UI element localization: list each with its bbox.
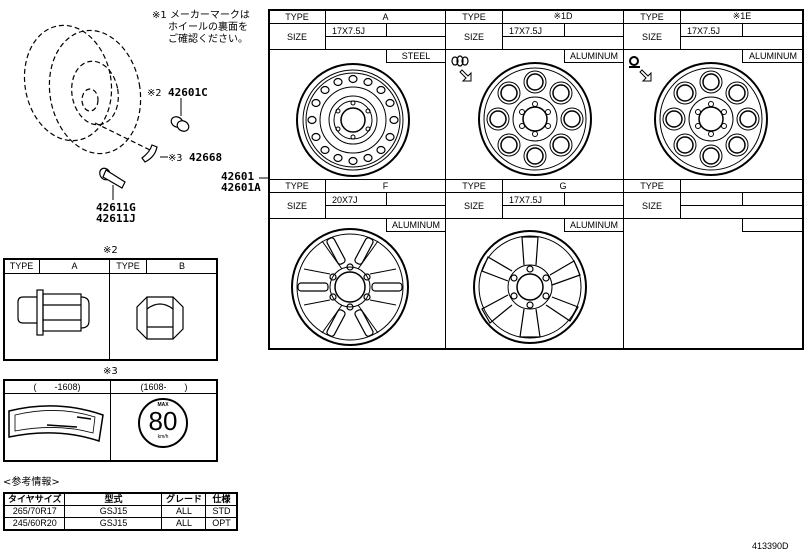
- material-badge: ALUMINUM: [742, 49, 804, 63]
- nut-type-table: [3, 258, 218, 361]
- lug-nut-b-drawing[interactable]: [135, 293, 195, 353]
- ring-emblem-icon: [629, 56, 652, 82]
- type-value: A: [325, 9, 446, 24]
- callout-lug-nut[interactable]: ※2 42601C: [147, 86, 208, 99]
- size-value: 20X7J: [325, 192, 387, 206]
- material-badge: STEEL: [386, 49, 446, 63]
- note-1-line-1: メーカーマークは: [169, 10, 250, 21]
- callout-valve[interactable]: 42611G 42611J: [96, 201, 136, 225]
- type-value: ※1D: [502, 9, 624, 24]
- type-value: F: [325, 179, 446, 193]
- label-table-title: ※3: [103, 366, 118, 377]
- note-1-line-2: ホイールの裏面を: [168, 22, 248, 33]
- steel-wheel-a-drawing[interactable]: [296, 63, 416, 183]
- table-row: 265/70R17 GSJ15 ALL STD: [3, 505, 238, 518]
- type-value: G: [502, 179, 624, 193]
- table-divider: [268, 179, 804, 180]
- alloy-wheel-f-drawing[interactable]: [291, 228, 412, 349]
- size-value: 17X7.5J: [680, 23, 743, 37]
- nut-table-title: ※2: [103, 245, 118, 256]
- lug-nut-a-drawing[interactable]: [15, 289, 95, 350]
- toyota-emblem-icon: [451, 55, 472, 82]
- note-1: ※1 メーカーマークは ホイールの裏面を ご確認ください。: [152, 10, 250, 45]
- diagram-id: 413390D: [752, 541, 789, 551]
- type-value: ※1E: [680, 9, 804, 24]
- callout-wheel[interactable]: 42601 42601A: [221, 170, 261, 194]
- label-period-before: ( -1608): [3, 379, 111, 394]
- size-value: 17X7.5J: [325, 23, 387, 37]
- size-value: 17X7.5J: [502, 192, 565, 206]
- size-value: 17X7.5J: [502, 23, 565, 37]
- material-badge: ALUMINUM: [564, 218, 624, 232]
- material-badge: ALUMINUM: [564, 49, 624, 63]
- alloy-wheel-e-drawing[interactable]: [654, 62, 774, 182]
- nut-type-b: B: [146, 258, 218, 274]
- table-header-row: タイヤサイズ 型式 グレード 仕様: [3, 492, 238, 506]
- callout-label[interactable]: ※3 42668: [168, 151, 223, 164]
- note-1-line-3: ご確認ください。: [168, 34, 248, 45]
- reference-title: <参考情報>: [3, 477, 60, 488]
- alloy-wheel-g-drawing[interactable]: [473, 230, 594, 351]
- alloy-wheel-d-drawing[interactable]: [478, 62, 598, 182]
- table-row: 245/60R20 GSJ15 ALL OPT: [3, 517, 238, 531]
- label-period-after: (1608- ): [110, 379, 218, 394]
- speed-value: 80: [148, 406, 178, 436]
- speed-limit-sticker[interactable]: MAX 80 km/h: [138, 398, 188, 448]
- tire-label-strip-drawing[interactable]: [7, 403, 107, 443]
- nut-type-a: A: [39, 258, 110, 274]
- reference-table: タイヤサイズ 型式 グレード 仕様 265/70R17 GSJ15 ALL ST…: [3, 492, 239, 531]
